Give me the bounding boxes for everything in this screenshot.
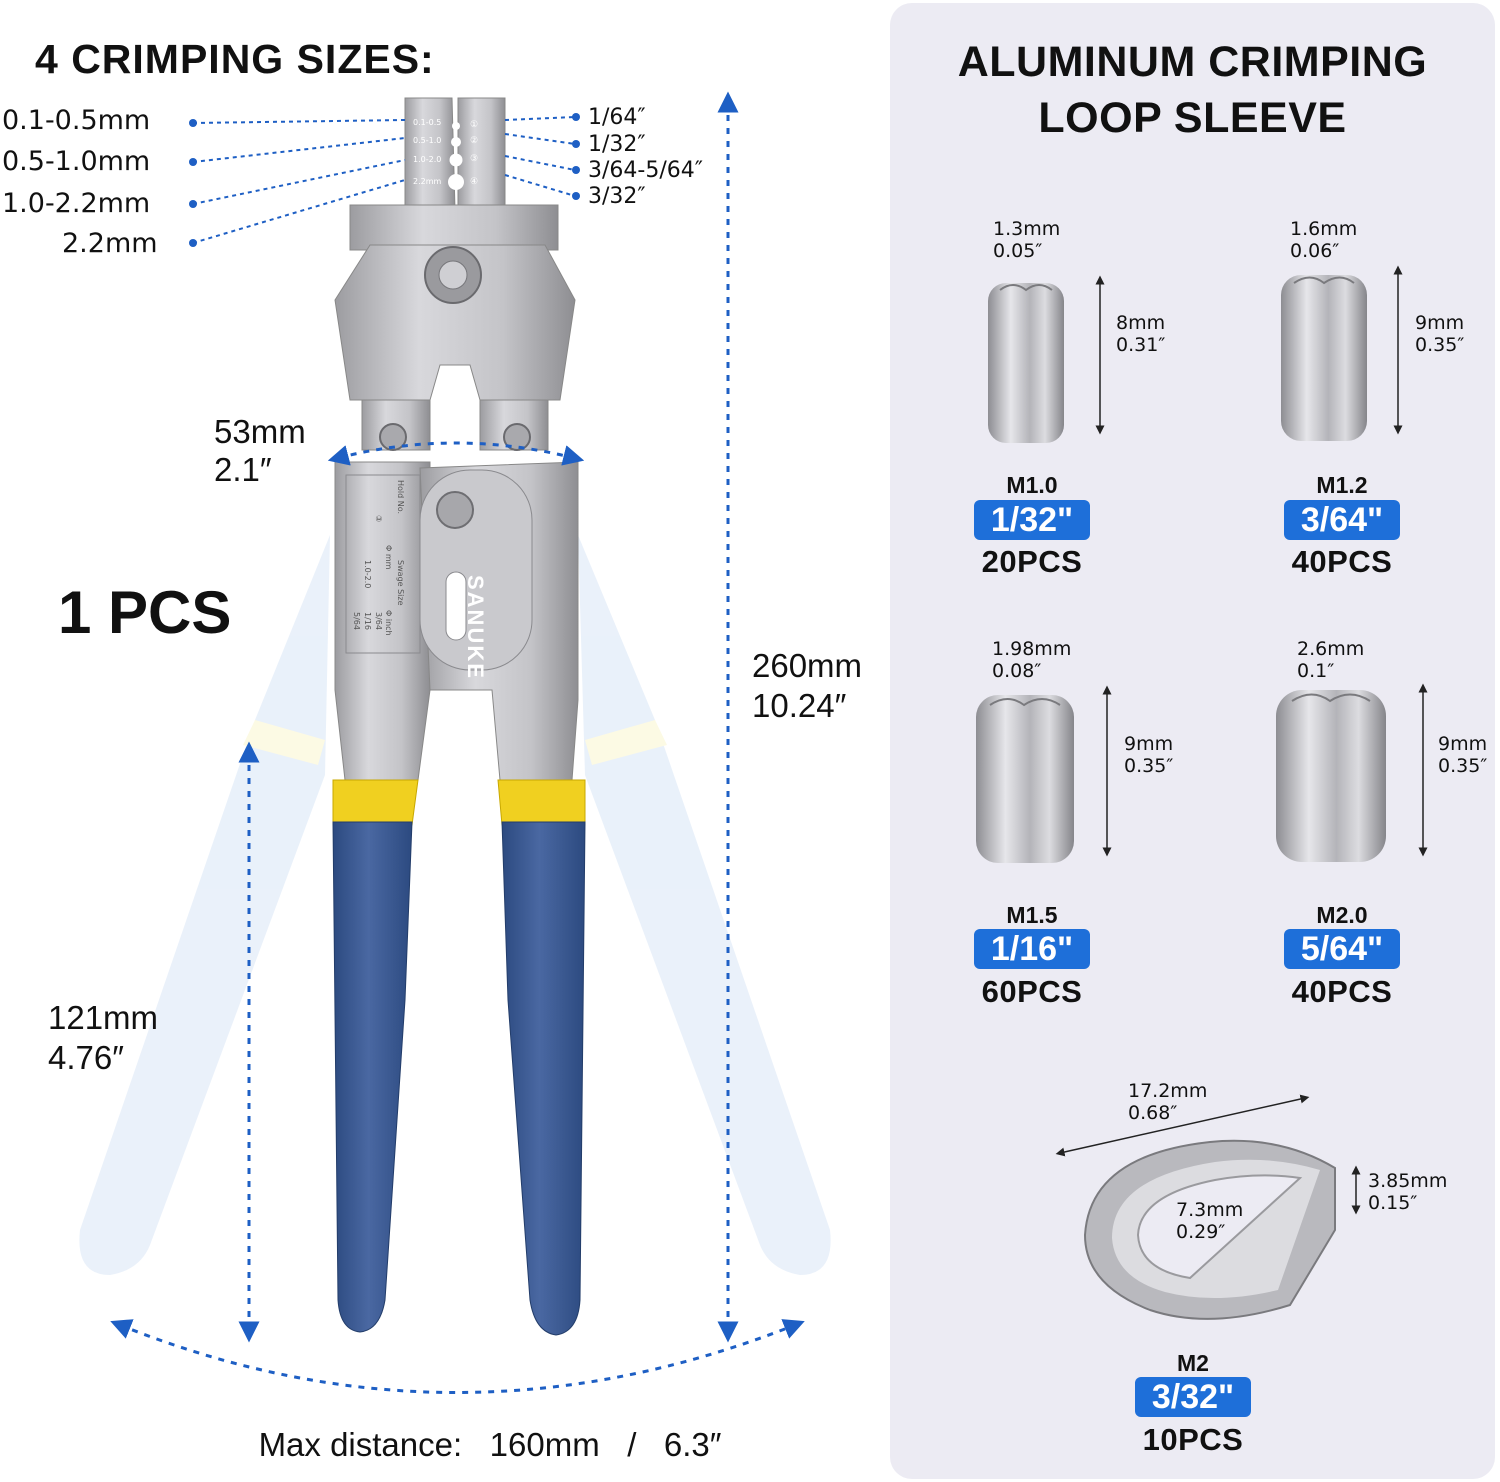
tool-quantity: 1 PCS <box>58 579 232 646</box>
plate-mm-value: 1.0-2.0 <box>363 560 372 589</box>
metric-size-1: 0.1-0.5mm <box>2 105 151 136</box>
sleeve-3-size-badge: 1/16" <box>974 929 1090 969</box>
sleeve-2-len-in: 0.35″ <box>1415 334 1465 356</box>
sleeve-1-dia-in: 0.05″ <box>993 240 1043 262</box>
width-mm: 53mm <box>214 413 306 450</box>
sleeve-1-len-mm: 8mm <box>1116 312 1166 334</box>
sleeve-1-quantity: 20PCS <box>981 544 1083 579</box>
sleeve-1-model: M1.0 <box>1006 472 1058 498</box>
handle-mm: 121mm <box>48 999 159 1036</box>
sleeve-m2-0 <box>1276 690 1386 862</box>
thimble-thick-in: 0.15″ <box>1368 1192 1418 1214</box>
plate-mm-col: Φ mm <box>384 545 393 570</box>
sleeve-3-len-in: 0.35″ <box>1124 755 1174 777</box>
plate-inch-value-1: 3/64 <box>374 612 383 630</box>
plate-hold-number: ③ <box>374 515 383 523</box>
jaw-number-1: ① <box>470 119 479 129</box>
brand-logo: SANUKE <box>463 575 488 680</box>
inch-size-3: 3/64-5/64″ <box>588 158 703 183</box>
sleeve-2-dia-mm: 1.6mm <box>1290 218 1358 240</box>
thimble-size-badge: 3/32" <box>1135 1377 1251 1417</box>
sleeve-4-dia-mm: 2.6mm <box>1297 638 1365 660</box>
sleeve-3-len-mm: 9mm <box>1124 733 1174 755</box>
sleeve-4-len-in: 0.35″ <box>1438 755 1488 777</box>
crimp-leader-dots <box>189 113 580 247</box>
sleeve-3-dia-mm: 1.98mm <box>992 638 1072 660</box>
jaw-label-1: 0.1-0.5 <box>413 118 442 127</box>
metric-size-2: 0.5-1.0mm <box>2 146 151 177</box>
sleeve-2-quantity: 40PCS <box>1291 544 1393 579</box>
length-inch: 10.24″ <box>752 687 847 724</box>
jaw-number-4: ④ <box>470 176 479 186</box>
plate-hold: Hold No. <box>396 480 405 515</box>
sleeve-title-line1: ALUMINUM CRIMPING <box>957 38 1428 86</box>
sleeve-3-dia-in: 0.08″ <box>992 660 1042 682</box>
sleeve-title-line2: LOOP SLEEVE <box>1038 94 1347 142</box>
thimble-image <box>1083 1139 1336 1320</box>
jaw-label-4: 2.2mm <box>413 177 442 186</box>
sleeve-m1-5 <box>976 695 1074 863</box>
sleeve-1-size-badge: 1/32" <box>974 500 1090 540</box>
plate-swage: Swage Size <box>396 560 405 606</box>
jaw-number-3: ③ <box>470 153 479 163</box>
plate-inch-value-2: 1/16 <box>363 612 372 630</box>
jaw-label-2: 0.5-1.0 <box>413 136 442 145</box>
dimension-arrows <box>110 91 805 1394</box>
sleeve-title: ALUMINUM CRIMPING LOOP SLEEVE <box>890 34 1495 146</box>
inch-size-4: 3/32″ <box>588 184 646 209</box>
sleeve-4-len-mm: 9mm <box>1438 733 1488 755</box>
handle-inch: 4.76″ <box>48 1039 124 1076</box>
sleeve-2-model: M1.2 <box>1316 472 1368 498</box>
sleeve-4-size-badge: 5/64" <box>1284 929 1400 969</box>
sleeve-3-model: M1.5 <box>1006 902 1058 928</box>
sleeve-2-size-badge: 3/64" <box>1284 500 1400 540</box>
width-inch: 2.1″ <box>214 451 272 488</box>
crimp-leader-lines <box>192 116 576 244</box>
sleeve-4-dia-in: 0.1″ <box>1297 660 1335 682</box>
sleeve-2-len-mm: 9mm <box>1415 312 1465 334</box>
plate-inch-col: Φ inch <box>384 610 393 636</box>
sleeve-m1-2 <box>1281 275 1367 441</box>
sleeve-1-len-in: 0.31″ <box>1116 334 1166 356</box>
sleeve-3-quantity: 60PCS <box>981 974 1083 1009</box>
thimble-model: M2 <box>1177 1350 1209 1376</box>
thimble-thick-mm: 3.85mm <box>1368 1170 1448 1192</box>
metric-size-4: 2.2mm <box>62 228 158 259</box>
length-mm: 260mm <box>752 647 863 684</box>
thimble-inner-in: 0.29″ <box>1176 1221 1226 1243</box>
sleeve-1-dia-mm: 1.3mm <box>993 218 1061 240</box>
sleeve-4-quantity: 40PCS <box>1291 974 1393 1009</box>
sleeve-2-dia-in: 0.06″ <box>1290 240 1340 262</box>
max-distance: Max distance: 160mm / 6.3″ <box>258 1426 722 1463</box>
jaw-number-2: ② <box>470 135 479 145</box>
sleeve-images <box>976 275 1386 863</box>
thimble-len-in: 0.68″ <box>1128 1102 1178 1124</box>
thimble-quantity: 10PCS <box>1142 1422 1244 1457</box>
inch-size-1: 1/64″ <box>588 105 646 130</box>
crimping-tool <box>332 97 586 1336</box>
ghost-handles <box>79 535 831 1275</box>
sleeve-m1-0 <box>988 283 1064 443</box>
jaw-label-3: 1.0-2.0 <box>413 155 442 164</box>
metric-size-3: 1.0-2.2mm <box>2 188 151 219</box>
thimble-len-mm: 17.2mm <box>1128 1080 1208 1102</box>
inch-size-2: 1/32″ <box>588 132 646 157</box>
plate-inch-value-3: 5/64 <box>352 612 361 630</box>
crimping-sizes-title: 4 CRIMPING SIZES: <box>35 36 435 82</box>
sleeve-4-model: M2.0 <box>1316 902 1368 928</box>
thimble-inner-mm: 7.3mm <box>1176 1199 1244 1221</box>
